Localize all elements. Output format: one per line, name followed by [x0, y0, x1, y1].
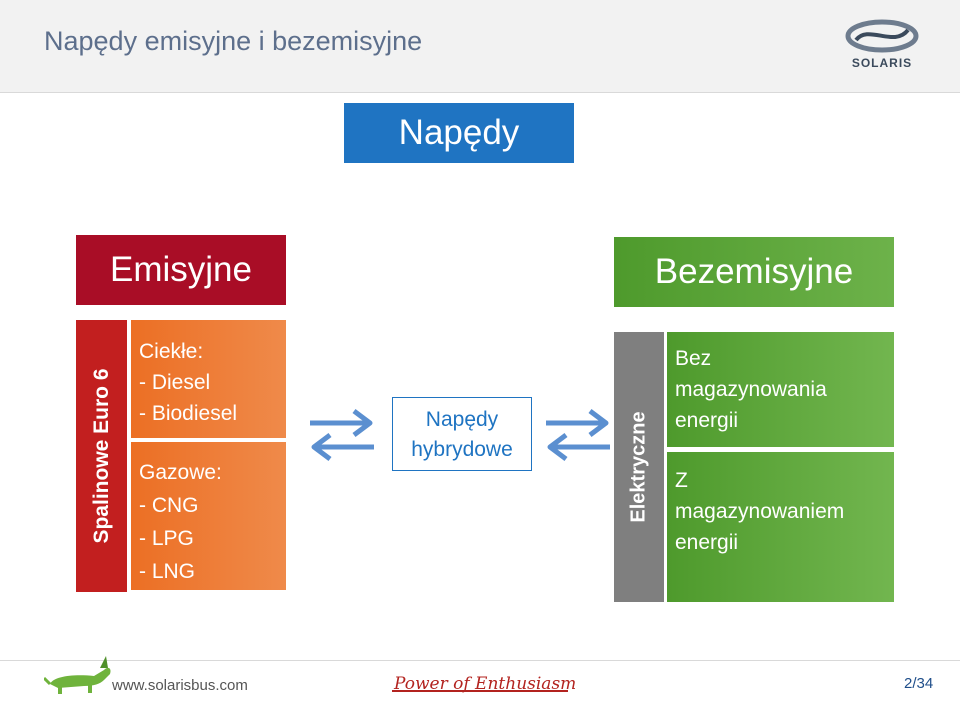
fuel-item: - Diesel [139, 371, 211, 394]
with-storage-box: Z magazynowaniem energii [667, 452, 894, 602]
bidirectional-arrows-right [546, 409, 610, 461]
gas-fuels-box: Gazowe: - CNG - LPG - LNG [131, 442, 286, 590]
gas-fuels-heading: Gazowe: [139, 461, 222, 484]
without-storage-line: magazynowania [675, 378, 827, 401]
liquid-fuels-box: Ciekłe: - Diesel - Biodiesel [131, 320, 286, 438]
page-number: 2/34 [904, 675, 934, 692]
fuel-item: - LNG [139, 560, 196, 583]
without-storage-line: Bez [675, 347, 712, 370]
dachshund-mascot-icon [44, 656, 111, 694]
emission-header-box: Emisyjne [76, 235, 286, 305]
hybrid-drives-box: Napędy hybrydowe [392, 397, 532, 471]
without-storage-line: energii [675, 409, 739, 432]
solaris-logo: SOLARIS [838, 18, 926, 74]
with-storage-line: Z [675, 469, 688, 492]
with-storage-line: magazynowaniem [675, 500, 845, 523]
hybrid-line-1: Napędy [425, 408, 499, 431]
footer-website[interactable]: www.solarisbus.com [112, 677, 248, 694]
fuel-item: - Biodiesel [139, 402, 238, 425]
zero-emission-header-box: Bezemisyjne [614, 237, 894, 307]
slogan-underline [392, 690, 568, 692]
slide-title: Napędy emisyjne i bezemisyjne [44, 26, 423, 56]
combustion-euro6-label: Spalinowe Euro 6 [89, 368, 113, 544]
without-storage-box: Bez magazynowania energii [667, 332, 894, 447]
footer-divider [0, 660, 960, 661]
electric-box: Elektryczne [614, 332, 664, 602]
electric-label: Elektryczne [627, 411, 650, 523]
logo-wordmark: SOLARIS [851, 56, 913, 70]
footer-slogan: Power of Enthusiasm [394, 674, 577, 694]
with-storage-line: energii [675, 531, 739, 554]
drives-root-box: Napędy [344, 103, 574, 163]
fuel-item: - CNG [139, 494, 199, 517]
liquid-fuels-heading: Ciekłe: [139, 340, 204, 363]
hybrid-line-2: hybrydowe [411, 438, 513, 461]
combustion-euro6-box: Spalinowe Euro 6 [76, 320, 127, 592]
slide-header [0, 0, 960, 93]
fuel-item: - LPG [139, 527, 194, 550]
bidirectional-arrows-left [310, 409, 374, 461]
